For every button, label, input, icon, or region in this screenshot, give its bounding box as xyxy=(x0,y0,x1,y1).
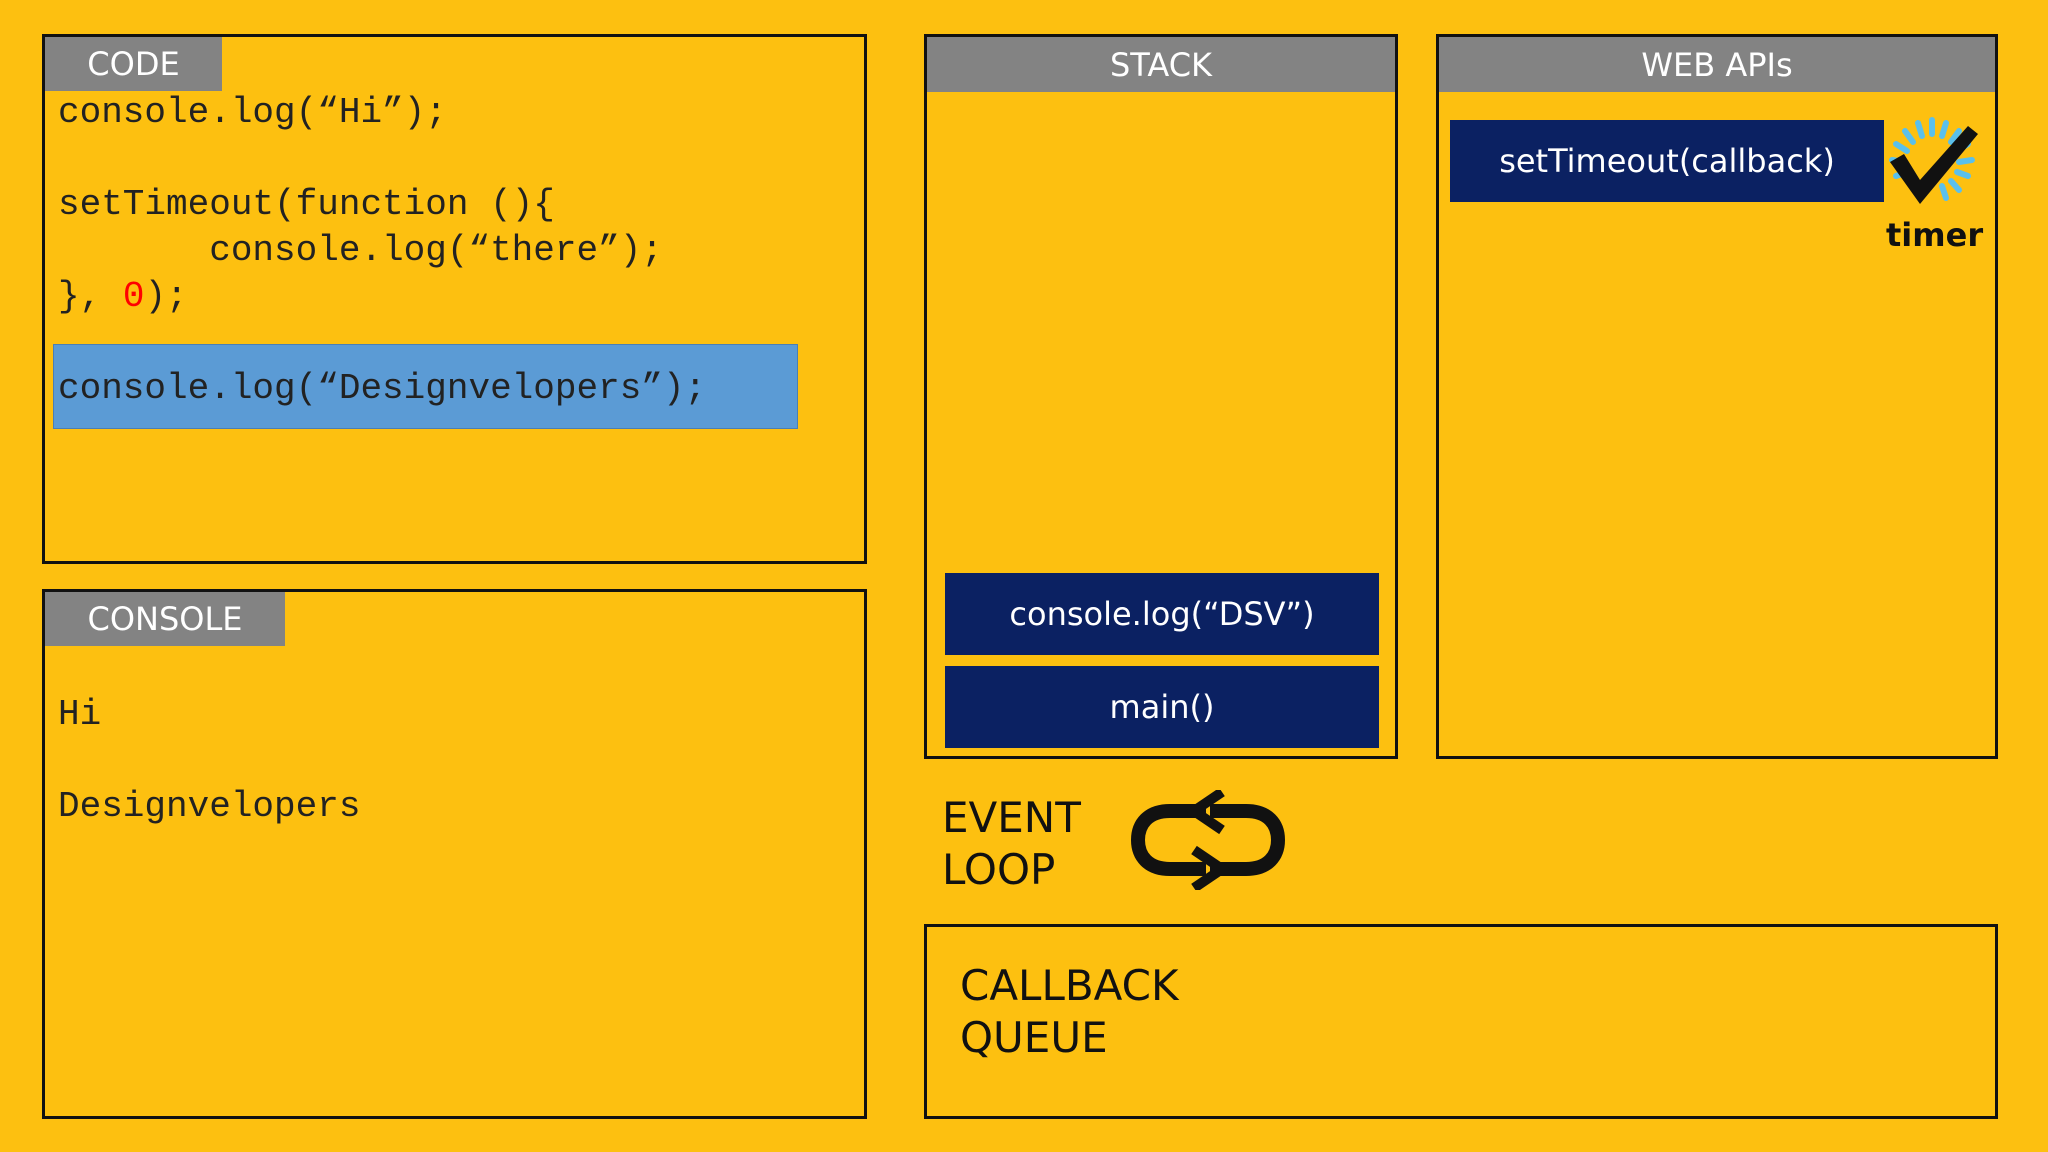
stack-frame-console-log: console.log(“DSV”) xyxy=(945,573,1379,655)
event-loop-label-line1: EVENT xyxy=(942,793,1081,842)
code-line-3: console.log(“there”); xyxy=(58,230,663,271)
timer-label: timer xyxy=(1886,216,1984,254)
code-highlight xyxy=(53,344,798,429)
event-loop-label-line2: LOOP xyxy=(942,845,1056,894)
timer-check-icon xyxy=(1882,112,1982,212)
code-zero-literal: 0 xyxy=(122,276,145,317)
event-loop-label: EVENT LOOP xyxy=(942,792,1081,896)
web-apis-panel-title: WEB APIs xyxy=(1439,37,1995,92)
code-line-1: console.log(“Hi”); xyxy=(58,92,447,133)
code-panel-title: CODE xyxy=(45,37,222,91)
web-apis-panel xyxy=(1436,34,1998,759)
code-closing-brace: }, xyxy=(58,276,102,317)
web-api-settimeout: setTimeout(callback) xyxy=(1450,120,1884,202)
code-line-highlighted: console.log(“Designvelopers”); xyxy=(58,368,707,409)
console-panel-title: CONSOLE xyxy=(45,592,285,646)
console-output-2: Designvelopers xyxy=(58,786,361,827)
callback-queue-panel xyxy=(924,924,1998,1119)
code-closing-paren: ); xyxy=(144,276,188,317)
stack-frame-main: main() xyxy=(945,666,1379,748)
code-line-2: setTimeout(function (){ xyxy=(58,184,555,225)
loop-arrows-icon xyxy=(1128,787,1288,893)
callback-queue-label-line1: CALLBACK xyxy=(960,961,1179,1010)
stack-panel xyxy=(924,34,1398,759)
code-panel xyxy=(42,34,867,564)
console-output-1: Hi xyxy=(58,694,102,735)
callback-queue-label-line2: QUEUE xyxy=(960,1013,1108,1062)
callback-queue-label: CALLBACK QUEUE xyxy=(960,960,1179,1064)
console-panel xyxy=(42,589,867,1119)
code-line-4: }, 0); xyxy=(58,276,188,317)
stack-panel-title: STACK xyxy=(927,37,1395,92)
